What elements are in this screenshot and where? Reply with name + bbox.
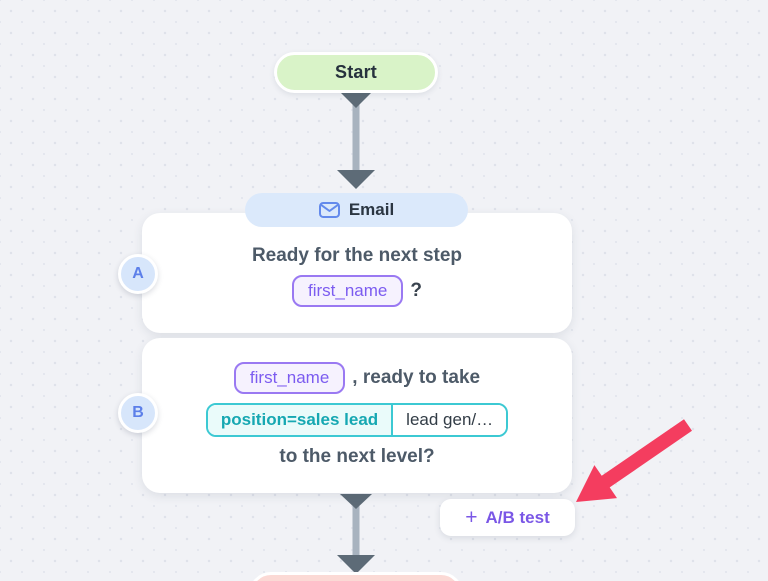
connector-arrowhead-icon: [337, 170, 375, 189]
email-variant-a-card[interactable]: Ready for the next step first_name ?: [142, 213, 572, 333]
variant-b-text-line2: to the next level?: [279, 446, 435, 467]
merge-tag-fallback-value: lead gen/…: [391, 405, 507, 435]
merge-tag-first-name[interactable]: first_name: [233, 362, 346, 394]
connector-email-to-next: [337, 494, 375, 574]
start-node[interactable]: Start: [274, 52, 438, 93]
variant-a-text-line: Ready for the next step: [251, 245, 463, 266]
merge-tag-condition: position=sales lead: [207, 405, 392, 435]
connector-top-triangle: [340, 494, 372, 509]
email-variant-b-card[interactable]: first_name , ready to take position=sale…: [142, 338, 572, 493]
envelope-icon: [318, 202, 340, 218]
variant-a-letter: A: [132, 265, 144, 282]
start-node-label: Start: [334, 62, 377, 82]
connector-top-triangle: [340, 92, 372, 108]
plus-icon: +: [465, 506, 478, 529]
merge-tag-position-fallback[interactable]: position=sales lead lead gen/…: [205, 403, 509, 437]
variant-a-question-mark: ?: [410, 280, 422, 301]
variant-b-letter: B: [132, 404, 144, 421]
variant-a-badge[interactable]: A: [118, 254, 158, 294]
email-type-label: Email: [348, 200, 395, 219]
annotation-arrow-icon: [576, 419, 692, 502]
email-type-badge[interactable]: Email: [245, 193, 468, 227]
variant-b-badge[interactable]: B: [118, 393, 158, 433]
ab-test-button-label: A/B test: [485, 507, 550, 527]
connector-arrowhead-icon: [337, 555, 375, 574]
connector-start-to-email: [337, 92, 375, 189]
variant-b-text-line1: , ready to take: [352, 367, 481, 388]
add-ab-test-button[interactable]: + A/B test: [440, 499, 575, 536]
next-step-node-partial[interactable]: [249, 572, 463, 581]
merge-tag-first-name[interactable]: first_name: [292, 275, 404, 307]
